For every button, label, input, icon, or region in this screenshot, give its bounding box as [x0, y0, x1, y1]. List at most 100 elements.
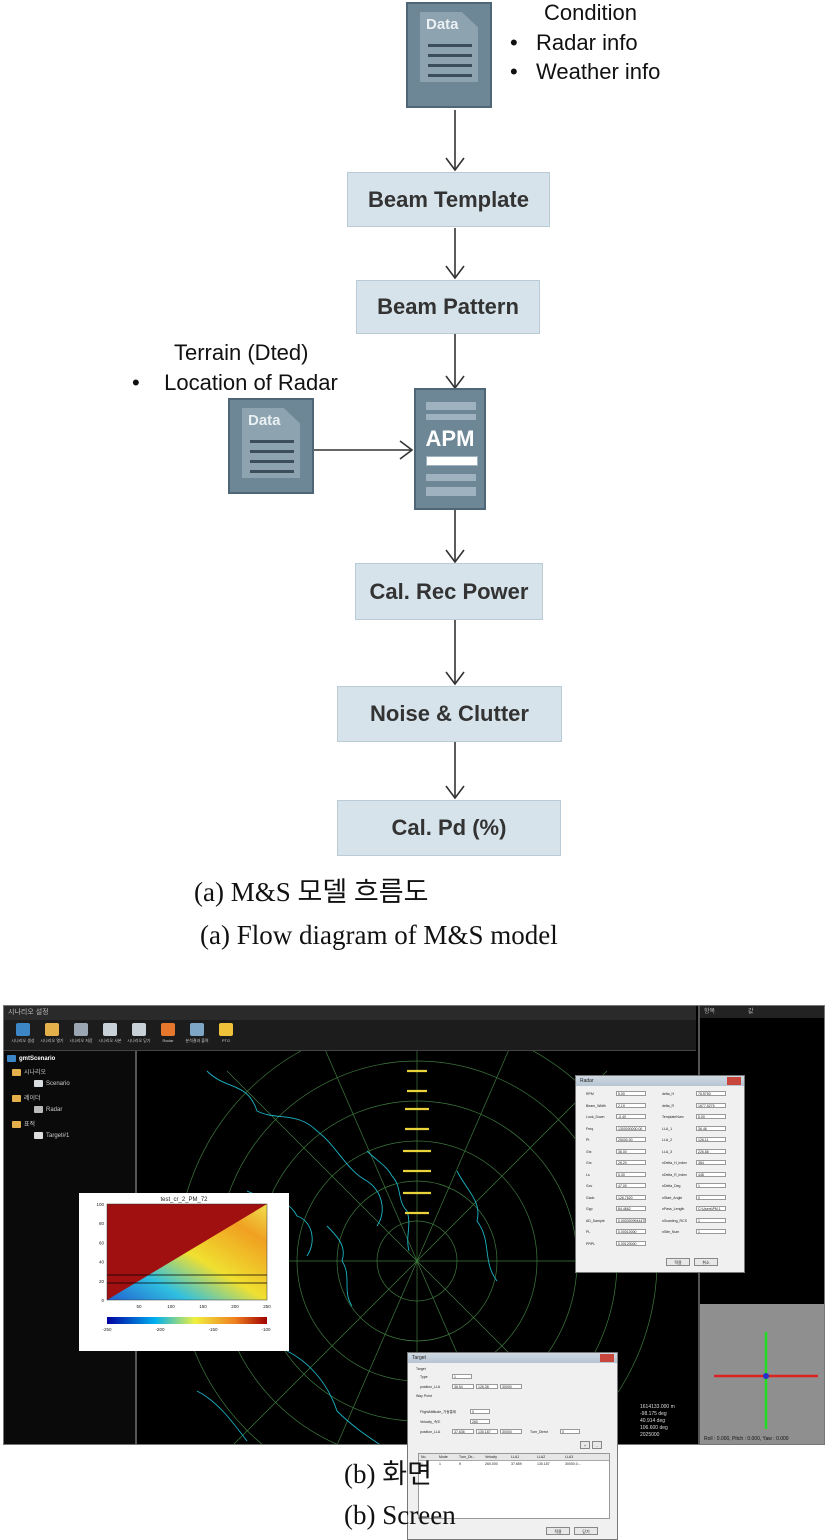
waypoint-position-label: position_LLA — [420, 1430, 441, 1434]
waypoint-alt-field[interactable]: 30000 — [500, 1429, 522, 1434]
radar-param-label: LLA_1 — [662, 1126, 673, 1131]
radar-param-field[interactable]: 1 — [696, 1229, 726, 1234]
radar-param-field[interactable]: 84.4662 — [616, 1206, 646, 1211]
airplane-icon — [34, 1132, 43, 1139]
table-cell: K — [459, 1462, 462, 1466]
attitude-readout: Roll : 0.000, Pitch : 0.000, Yaw : 0.000 — [704, 1436, 789, 1442]
radar-param-label: Pt — [586, 1138, 590, 1142]
radar-param-field[interactable]: 384 — [696, 1160, 726, 1165]
radar-param-field[interactable]: 76.5750 — [696, 1091, 726, 1096]
radar-param-field[interactable]: 5.30 — [616, 1171, 646, 1177]
radar-param-label: delta_R — [662, 1103, 675, 1108]
radar-param-field[interactable]: 448 — [696, 1171, 726, 1177]
y-tick-label: 80 — [99, 1221, 105, 1226]
window-title: 시나리오 설정 — [4, 1006, 696, 1020]
remove-waypoint-button[interactable]: - — [592, 1441, 602, 1449]
toolbar-button[interactable]: 시나리오 열기 — [39, 1023, 65, 1047]
tree-root[interactable]: gmtScenario — [7, 1055, 55, 1062]
radar-param-field[interactable]: 0.00010000 — [616, 1229, 646, 1234]
radar-param-field[interactable]: 0 — [696, 1194, 726, 1200]
radar-param-field[interactable]: C:\Users\PM.1 — [696, 1206, 726, 1211]
tree-item-label: 시나리오 — [24, 1070, 47, 1076]
waypoint-lon-field[interactable]: 130.187 — [476, 1429, 498, 1434]
attitude-view: Roll : 0.000, Pitch : 0.000, Yaw : 0.000 — [700, 1304, 824, 1444]
readout-value: 40.914 deg — [640, 1418, 666, 1424]
radar-param-label: nPass_Length — [662, 1207, 685, 1211]
waypoint-lat-field[interactable]: 37.636 — [452, 1429, 474, 1434]
radar-param-field[interactable]: 26.20 — [616, 1160, 646, 1165]
position-lon-field[interactable]: 126.38 — [476, 1384, 498, 1389]
folder-icon — [12, 1120, 21, 1128]
radar-param-field[interactable]: 47.00 — [616, 1183, 646, 1188]
toolbar-button[interactable]: 시나리오 사본 — [97, 1023, 123, 1047]
terrain-data-icon: Data — [228, 398, 314, 494]
altitude-field[interactable]: 0 — [470, 1409, 490, 1414]
radar-param-field[interactable]: 25000.00 — [616, 1137, 646, 1142]
toolbar-button-label: PTG — [221, 1038, 231, 1043]
table-cell: 130.187 — [537, 1462, 550, 1466]
type-field[interactable]: 1 — [452, 1374, 472, 1379]
tree-item[interactable]: Target#1 — [34, 1132, 69, 1139]
tree-item[interactable]: Scenario — [34, 1080, 70, 1087]
radar-param-field[interactable]: 126.11 — [696, 1137, 726, 1142]
radar-param-field[interactable]: 36.00 — [616, 1148, 646, 1154]
radar-param-field[interactable]: 1 — [696, 1183, 726, 1188]
toolbar-button-label: 시나리오 닫기 — [127, 1038, 151, 1043]
add-waypoint-button[interactable]: + — [580, 1441, 590, 1449]
condition-note-item: • Weather info — [510, 59, 661, 84]
chart-icon — [190, 1023, 204, 1036]
target-window-title: Target — [408, 1353, 617, 1363]
radar-param-field[interactable]: 1300000000.00 — [616, 1125, 646, 1131]
radar-param-label: TemplateNum — [662, 1115, 684, 1119]
cancel-button[interactable]: 취소 — [694, 1258, 718, 1266]
radar-param-field[interactable]: 5.00 — [616, 1091, 646, 1096]
toolbar-button[interactable]: 분석결과 출력 — [184, 1023, 210, 1047]
tree-item-label: Target#1 — [46, 1133, 70, 1140]
tree-item[interactable]: 시나리오 — [12, 1067, 46, 1076]
turn-direction-field[interactable]: 0 — [560, 1429, 580, 1434]
caption-b-english: (b) Screen — [344, 1500, 456, 1530]
radar-param-field[interactable]: 226.88 — [696, 1148, 726, 1154]
table-cell: 260.000 — [485, 1462, 498, 1466]
radar-param-label: Gcv — [586, 1184, 593, 1188]
folder-icon — [12, 1094, 21, 1102]
tree-item[interactable]: 레이더 — [12, 1093, 41, 1102]
target-dialog-visible-real[interactable]: Target Target Type 1 position_LLA 36.54 … — [407, 1352, 618, 1540]
position-lat-field[interactable]: 36.54 — [452, 1384, 474, 1389]
radar-param-field[interactable]: 1 — [696, 1217, 726, 1223]
radar-param-label: LLA_2 — [662, 1138, 673, 1142]
radar-param-field[interactable]: 0.00120000 — [616, 1240, 646, 1246]
radar-param-field[interactable]: 36.46 — [696, 1125, 726, 1131]
apply-button[interactable]: 적용 — [666, 1258, 690, 1266]
toolbar-button[interactable]: Radar — [155, 1023, 181, 1047]
y-tick-label: 20 — [99, 1279, 105, 1284]
toolbar-button[interactable]: 시나리오 저장 — [68, 1023, 94, 1047]
toolbar-button[interactable]: 시나리오 생성 — [10, 1023, 36, 1047]
step-beam-template: Beam Template — [347, 172, 550, 227]
radar-param-field[interactable]: 0.0000009944475 — [616, 1217, 646, 1223]
tree-item[interactable]: 표적 — [12, 1119, 35, 1128]
tree-item[interactable]: Radar — [34, 1106, 62, 1113]
radar-param-field[interactable]: 5.00 — [696, 1114, 726, 1119]
apply-button[interactable]: 적용 — [546, 1527, 570, 1535]
radar-param-field[interactable]: 126.7620 — [616, 1194, 646, 1200]
document-icon — [7, 1055, 16, 1062]
close-button[interactable] — [600, 1354, 614, 1362]
close-button[interactable] — [727, 1077, 741, 1085]
toolbar-button[interactable]: 시나리오 닫기 — [126, 1023, 152, 1047]
radar-param-field[interactable]: 1677.5275 — [696, 1102, 726, 1108]
radar-param-field[interactable]: -0.40 — [616, 1114, 646, 1119]
table-cell: 1 — [421, 1462, 423, 1466]
radar-param-field[interactable]: 2.19 — [616, 1102, 646, 1108]
position-alt-field[interactable]: 30000 — [500, 1384, 522, 1389]
document-icon — [34, 1080, 43, 1087]
velocity-field[interactable]: 260 — [470, 1419, 490, 1424]
close-dialog-button[interactable]: 닫기 — [574, 1527, 598, 1535]
toolbar-button-label: 시나리오 열기 — [40, 1038, 64, 1043]
toolbar-button[interactable]: PTG — [213, 1023, 239, 1047]
radar-window-title: Radar — [576, 1076, 744, 1086]
